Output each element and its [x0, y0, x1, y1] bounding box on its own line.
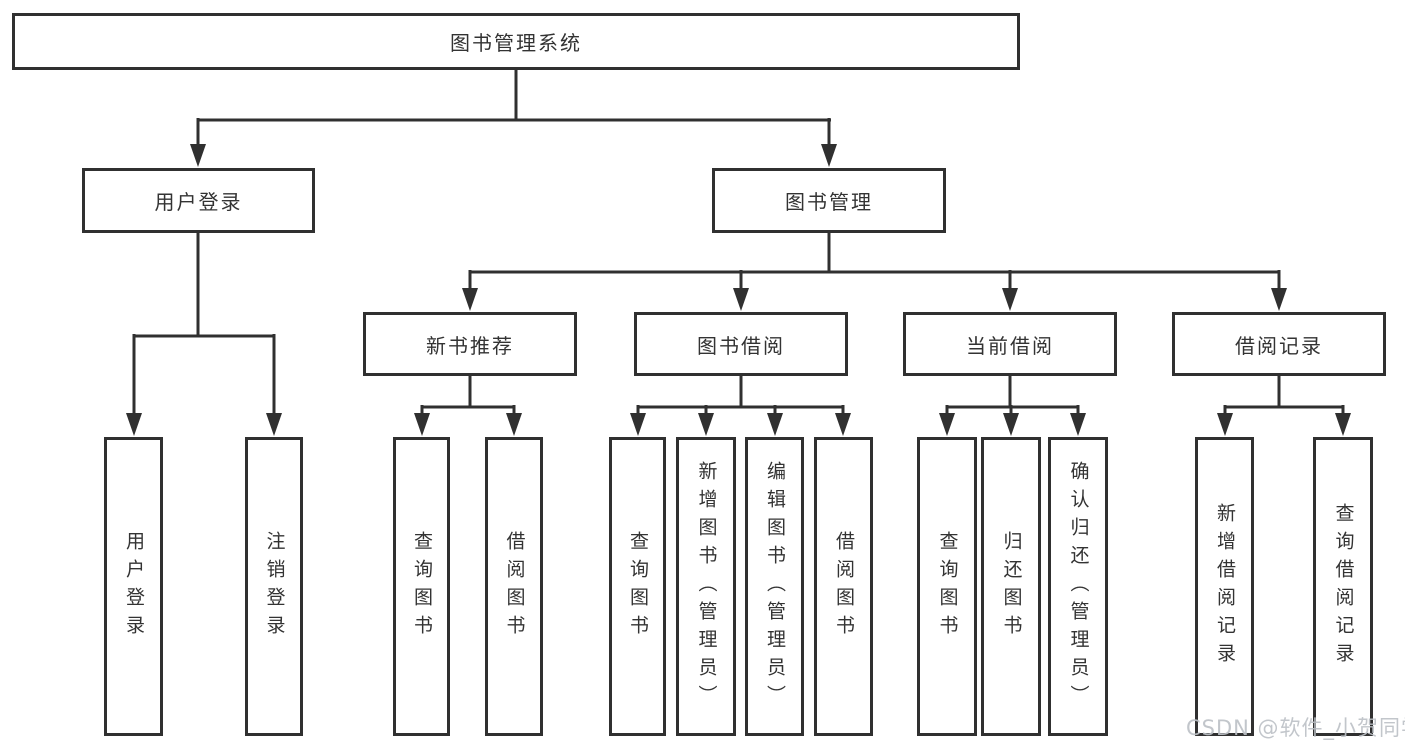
node-label: 查询借阅记录 [1332, 502, 1355, 671]
node-label: 新增图书（管理员） [695, 460, 718, 713]
node-label: 注销登录 [263, 530, 286, 643]
node-label: 借阅记录 [1235, 333, 1323, 358]
node-borrow-records: 借阅记录 [1172, 312, 1386, 376]
node-library-system: 图书管理系统 [12, 13, 1020, 70]
node-label: 图书管理 [785, 190, 873, 214]
node-label: 借阅图书 [833, 530, 855, 643]
node-label: 编辑图书（管理员） [764, 460, 786, 713]
node-label: 确认归还（管理员） [1067, 460, 1090, 713]
node-label: 图书管理系统 [450, 31, 582, 55]
node-label: 新增借阅记录 [1214, 502, 1236, 671]
leaf-edit-book-admin: 编辑图书（管理员） [745, 437, 804, 736]
leaf-return-books: 归还图书 [981, 437, 1041, 736]
leaf-query-books-recommend: 查询图书 [393, 437, 450, 736]
leaf-query-books-borrow: 查询图书 [609, 437, 666, 736]
node-label: 用户登录 [154, 190, 243, 214]
node-label: 图书借阅 [697, 333, 785, 358]
node-label: 查询图书 [411, 530, 433, 643]
csdn-watermark: CSDN @软件_小贺同学 [1186, 716, 1405, 740]
leaf-borrow-books-recommend: 借阅图书 [485, 437, 543, 736]
leaf-query-books-current: 查询图书 [917, 437, 977, 736]
leaf-user-login: 用户登录 [104, 437, 163, 736]
leaf-borrow-books: 借阅图书 [814, 437, 873, 736]
leaf-add-book-admin: 新增图书（管理员） [676, 437, 736, 736]
node-new-book-recommend: 新书推荐 [363, 312, 577, 376]
node-label: 用户登录 [123, 530, 145, 643]
node-current-borrow: 当前借阅 [903, 312, 1117, 376]
node-label: 新书推荐 [426, 333, 514, 358]
leaf-confirm-return-admin: 确认归还（管理员） [1048, 437, 1108, 736]
node-label: 查询图书 [936, 530, 959, 643]
leaf-add-borrow-record: 新增借阅记录 [1195, 437, 1254, 736]
node-book-borrow: 图书借阅 [634, 312, 848, 376]
node-user-login: 用户登录 [82, 168, 315, 233]
node-label: 归还图书 [1000, 530, 1023, 643]
leaf-logout: 注销登录 [245, 437, 303, 736]
leaf-query-borrow-record: 查询借阅记录 [1313, 437, 1373, 736]
node-label: 借阅图书 [503, 530, 526, 643]
node-label: 查询图书 [627, 530, 649, 643]
node-label: 当前借阅 [966, 333, 1054, 358]
node-book-management: 图书管理 [712, 168, 946, 233]
